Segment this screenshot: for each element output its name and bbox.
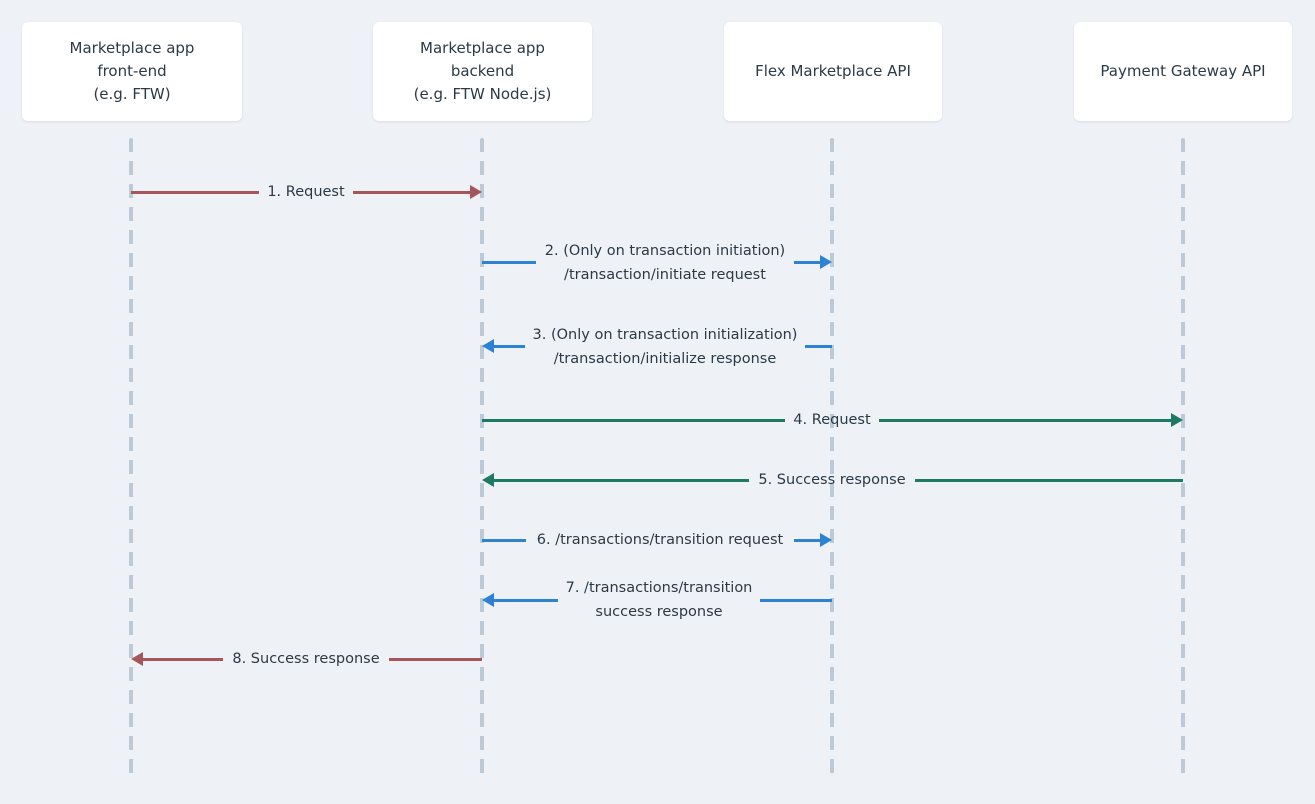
actor-label-line: front-end (97, 62, 167, 80)
message-label-8: 8. Success response (232, 647, 379, 671)
message-line-right (805, 345, 832, 348)
actor-box-frontend[interactable]: Marketplace app front-end (e.g. FTW) (22, 22, 242, 121)
message-line-right (353, 191, 470, 194)
message-label-3: 3. (Only on transaction initialization) /… (533, 323, 798, 371)
arrow-head-icon (482, 473, 494, 487)
actor-box-flex-api[interactable]: Flex Marketplace API (724, 22, 942, 121)
message-line-right (794, 261, 820, 264)
lifeline-payment-api (1181, 138, 1185, 776)
actor-box-backend[interactable]: Marketplace app backend (e.g. FTW Node.js) (373, 22, 592, 121)
message-label-line: 6. /transactions/transition request (536, 532, 784, 548)
arrow-head-icon (131, 652, 143, 666)
message-label-line: /transaction/initiate request (564, 267, 766, 283)
arrow-head-icon (470, 185, 482, 199)
message-line-right (389, 658, 482, 661)
message-line-right (760, 599, 832, 602)
arrow-head-icon (820, 533, 832, 547)
actor-label-line: Marketplace app (420, 39, 545, 57)
lifeline-flex-api (830, 138, 834, 776)
actor-label-line: Flex Marketplace API (755, 62, 911, 80)
actor-label-line: Marketplace app (69, 39, 195, 57)
arrow-head-icon (482, 339, 494, 353)
message-line-left (494, 479, 749, 482)
arrow-head-icon (482, 593, 494, 607)
message-label-line: 3. (Only on transaction initialization) (532, 327, 798, 343)
lifeline-frontend (129, 138, 133, 776)
message-line-left (482, 261, 536, 264)
arrow-head-icon (820, 255, 832, 269)
actor-label-line: Payment Gateway API (1100, 62, 1266, 80)
arrow-head-icon (1171, 413, 1183, 427)
message-label-6: 6. /transactions/transition request (537, 528, 784, 552)
lifeline-backend (480, 138, 484, 776)
message-label-line: /transaction/initialize response (553, 351, 777, 367)
message-line-left (143, 658, 223, 661)
message-label-1: 1. Request (267, 180, 344, 204)
message-line-right (794, 539, 820, 542)
message-line-right (915, 479, 1183, 482)
message-line-left (494, 345, 525, 348)
actor-label-line: (e.g. FTW Node.js) (413, 85, 552, 103)
message-line-left (482, 539, 526, 542)
message-line-left (131, 191, 259, 194)
message-label-2: 2. (Only on transaction initiation) /tran… (545, 239, 785, 287)
actor-label-line: (e.g. FTW) (93, 85, 171, 103)
message-label-line: 2. (Only on transaction initiation) (544, 243, 786, 259)
message-label-line: 8. Success response (232, 651, 380, 667)
message-label-line: success response (595, 604, 723, 620)
actor-label-line: backend (450, 62, 515, 80)
message-label-line: 7. /transactions/transition (565, 580, 753, 596)
message-line-left (482, 419, 785, 422)
message-label-line: 1. Request (267, 184, 345, 200)
message-line-left (494, 599, 558, 602)
actor-box-payment-api[interactable]: Payment Gateway API (1074, 22, 1292, 121)
message-label-7: 7. /transactions/transition success respo… (566, 576, 753, 624)
message-line-right (879, 419, 1171, 422)
